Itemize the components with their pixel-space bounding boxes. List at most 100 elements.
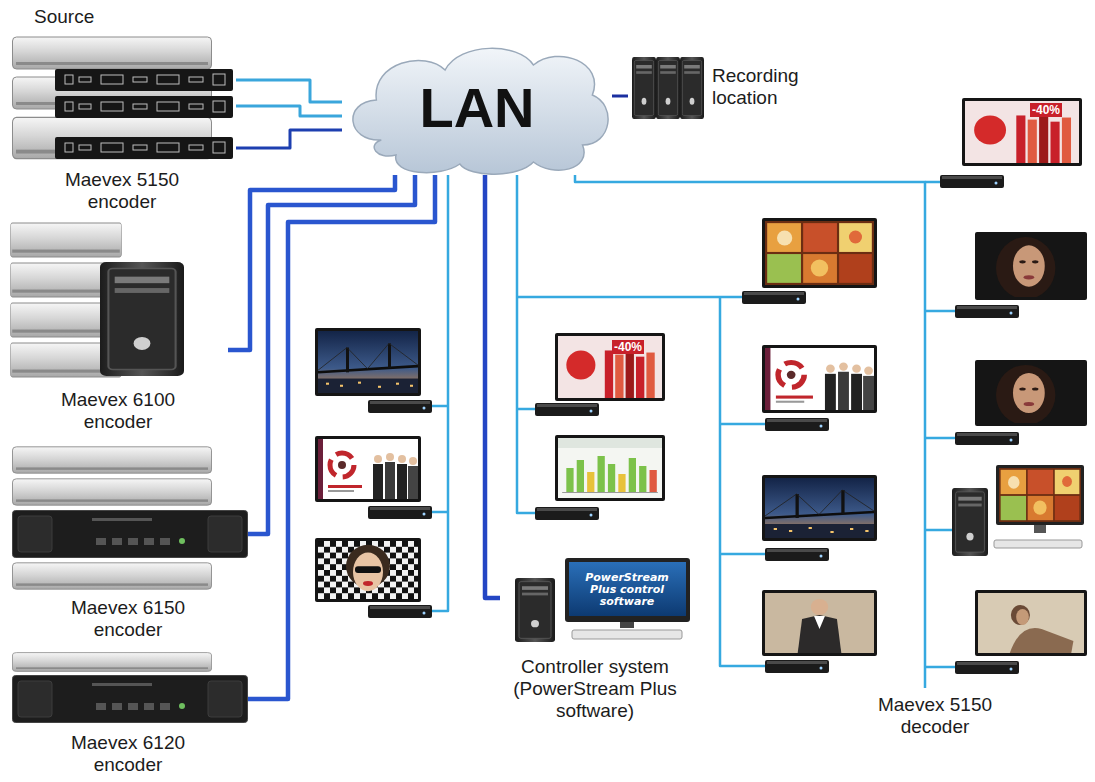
encoder-group: SourceMaevex 5150 encoder (8, 4, 236, 216)
display-screen (555, 333, 665, 401)
controller-computer (572, 630, 682, 639)
encoder-unit (55, 96, 233, 118)
display-screen (318, 541, 418, 599)
decoder-box (368, 506, 432, 519)
decoder-box (742, 291, 806, 304)
server-stack (13, 479, 212, 505)
display-screen (762, 475, 877, 541)
node-label: Maevex 6100 encoder (48, 389, 188, 433)
display-screen (978, 593, 1084, 653)
decoder-box (368, 605, 432, 618)
rack-encoder (13, 511, 248, 558)
controller-computer (569, 562, 686, 616)
network-cable (485, 175, 500, 598)
desktop-computer (996, 465, 1084, 525)
display-screen (962, 98, 1082, 166)
rack-encoder (13, 676, 248, 723)
display-screen (978, 235, 1084, 299)
display-screen (315, 538, 421, 602)
display-screen (555, 333, 665, 501)
network-cable (236, 80, 342, 102)
network-cable (432, 175, 955, 667)
display-screen (978, 363, 1084, 425)
decoder-box (955, 661, 1019, 674)
display-screen (965, 101, 1079, 163)
node-label: Maevex 5150 decoder (868, 694, 1003, 738)
recording-servers (632, 57, 656, 119)
controller-computer (565, 558, 690, 622)
encoder-unit (55, 69, 233, 91)
display-screen (762, 218, 877, 288)
display-screen (318, 439, 418, 499)
decoder-box (955, 305, 1019, 318)
network-cable (575, 175, 925, 688)
display-screen (762, 590, 877, 656)
display-screen (762, 345, 877, 413)
decoder-box (742, 291, 829, 673)
server-stack (13, 447, 212, 473)
display-screen (975, 590, 1087, 656)
desktop-computer (999, 468, 1081, 522)
node-label: LAN (419, 78, 534, 138)
decoder-box (765, 660, 829, 673)
display-screen (315, 328, 421, 396)
decoder-box (368, 400, 432, 618)
desktop-computer (952, 488, 988, 556)
display-screen (765, 478, 874, 538)
sale-badge: -40% (612, 340, 644, 354)
display-screen (315, 436, 421, 502)
decoder-box (535, 507, 599, 520)
source-servers (13, 37, 212, 69)
controller-computer (515, 578, 555, 642)
decoder-box (765, 418, 829, 431)
display-screen (555, 435, 665, 501)
recording-servers (656, 57, 680, 119)
network-cable (236, 130, 342, 148)
display-screen (762, 218, 877, 656)
node-label: Maevex 6120 encoder (58, 732, 198, 776)
display-screen (318, 331, 418, 393)
node-label: Maevex 5150 encoder (52, 169, 192, 213)
controller-computer (515, 558, 690, 642)
node-label: Recording location (712, 65, 830, 109)
display-screen (558, 336, 662, 398)
display-screen (558, 438, 662, 498)
display-screen (315, 328, 421, 602)
encoder-unit (55, 69, 233, 159)
desktop-computer (994, 540, 1082, 548)
recording-servers (632, 57, 704, 119)
encoder-device: Maevex 6100 encoder (8, 218, 228, 436)
decoder-group: Maevex 5150 decoder (845, 688, 1025, 744)
decoder-box (535, 403, 599, 416)
encoder-unit (55, 137, 233, 159)
encoder-device: Maevex 6150 encoder (8, 440, 248, 644)
display-screen (975, 360, 1087, 426)
decoder-box (535, 403, 599, 520)
server-stack (13, 653, 212, 672)
node-label: Maevex 6150 encoder (58, 597, 198, 641)
display-screen (765, 593, 874, 653)
network-cable (236, 106, 342, 116)
desktop-computer (1034, 525, 1046, 533)
network-cable (248, 175, 415, 534)
display-screen (765, 221, 874, 285)
network-cable (612, 95, 628, 98)
node-label: Controller system (PowerStream Plus soft… (508, 656, 682, 722)
lan-cloud: LAN (342, 40, 612, 175)
desktop-computer (952, 465, 1084, 556)
server-stack (13, 563, 212, 589)
node-label: Source (34, 6, 94, 28)
controller-computer (620, 622, 634, 628)
encoder-device: Maevex 6120 encoder (8, 648, 248, 780)
recording-servers (680, 57, 704, 119)
decoder-box (940, 175, 1004, 188)
pc-tower (100, 262, 184, 376)
decoder-box (368, 400, 432, 413)
server-stack (10, 223, 121, 257)
network-cable (248, 175, 435, 699)
decoder-box (765, 548, 829, 561)
display-screen (765, 348, 874, 410)
network-cable (228, 175, 395, 350)
decoder-box (955, 432, 1019, 445)
